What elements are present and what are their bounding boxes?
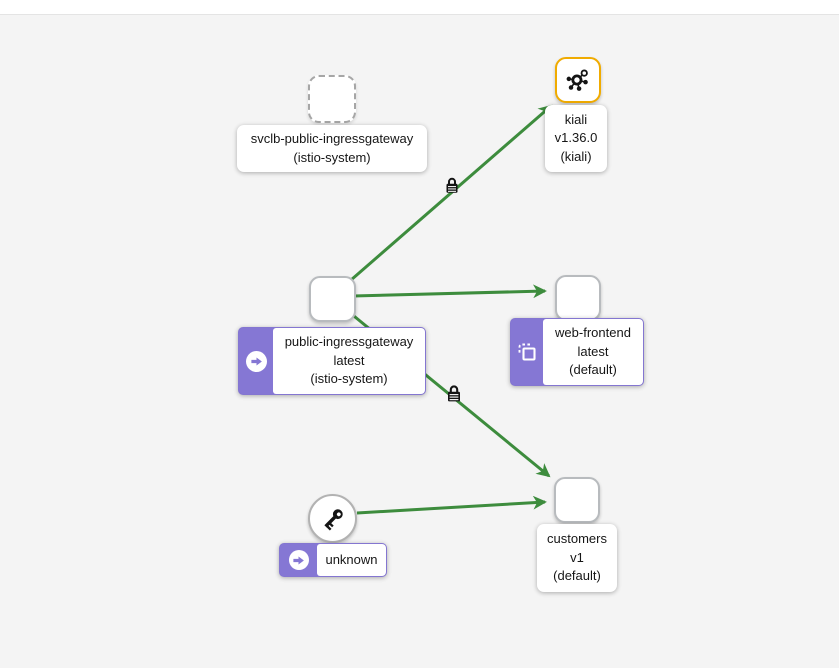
label-line: latest <box>333 352 365 368</box>
label-line: svclb-public-ingressgateway <box>250 131 414 146</box>
mtls-lock-icon <box>446 177 458 193</box>
node-public-ingressgateway[interactable] <box>309 276 356 322</box>
label-line: unknown <box>325 551 378 567</box>
arrow-circle-icon <box>245 350 267 372</box>
top-strip <box>0 0 839 15</box>
node-svclb-public-ingressgateway[interactable] <box>308 75 356 123</box>
kiali-graph-icon <box>566 69 588 91</box>
node-kiali[interactable] <box>555 57 601 103</box>
node-label-public-ingressgateway[interactable]: public-ingressgateway latest (istio-syst… <box>238 327 426 395</box>
label-line: kiali <box>564 111 588 127</box>
key-icon <box>323 508 343 531</box>
label-line: customers <box>547 531 607 547</box>
node-web-frontend[interactable] <box>555 275 601 321</box>
node-customers[interactable] <box>554 477 600 523</box>
label-line: (istio-system) <box>310 371 388 387</box>
label-line: (default) <box>553 568 601 584</box>
edge-gateway-to-kiali[interactable] <box>350 104 553 282</box>
label-line: (default) <box>569 362 617 378</box>
copy-squares-icon <box>518 343 536 361</box>
label-line: latest <box>577 343 609 359</box>
label-line: web-frontend <box>555 325 631 341</box>
node-label-kiali[interactable]: kiali v1.36.0 (kiali) <box>545 105 607 172</box>
edge-unknown-to-customers[interactable] <box>356 495 547 515</box>
edge-gateway-to-web-frontend[interactable] <box>352 284 547 299</box>
label-line: v1 <box>570 549 584 565</box>
node-label-svclb[interactable]: svclb-public-ingressgateway (istio-syste… <box>237 125 427 172</box>
label-line: public-ingressgateway <box>284 334 414 350</box>
node-label-customers[interactable]: customers v1 (default) <box>537 524 617 592</box>
node-label-unknown[interactable]: unknown <box>279 543 387 577</box>
node-label-web-frontend[interactable]: web-frontend latest (default) <box>510 318 644 386</box>
label-line: v1.36.0 <box>554 130 598 146</box>
label-line: (istio-system) <box>293 149 371 165</box>
mtls-lock-icon <box>448 385 460 402</box>
arrow-circle-icon <box>288 550 309 570</box>
node-unknown[interactable] <box>308 494 357 543</box>
label-line: (kiali) <box>560 148 592 164</box>
